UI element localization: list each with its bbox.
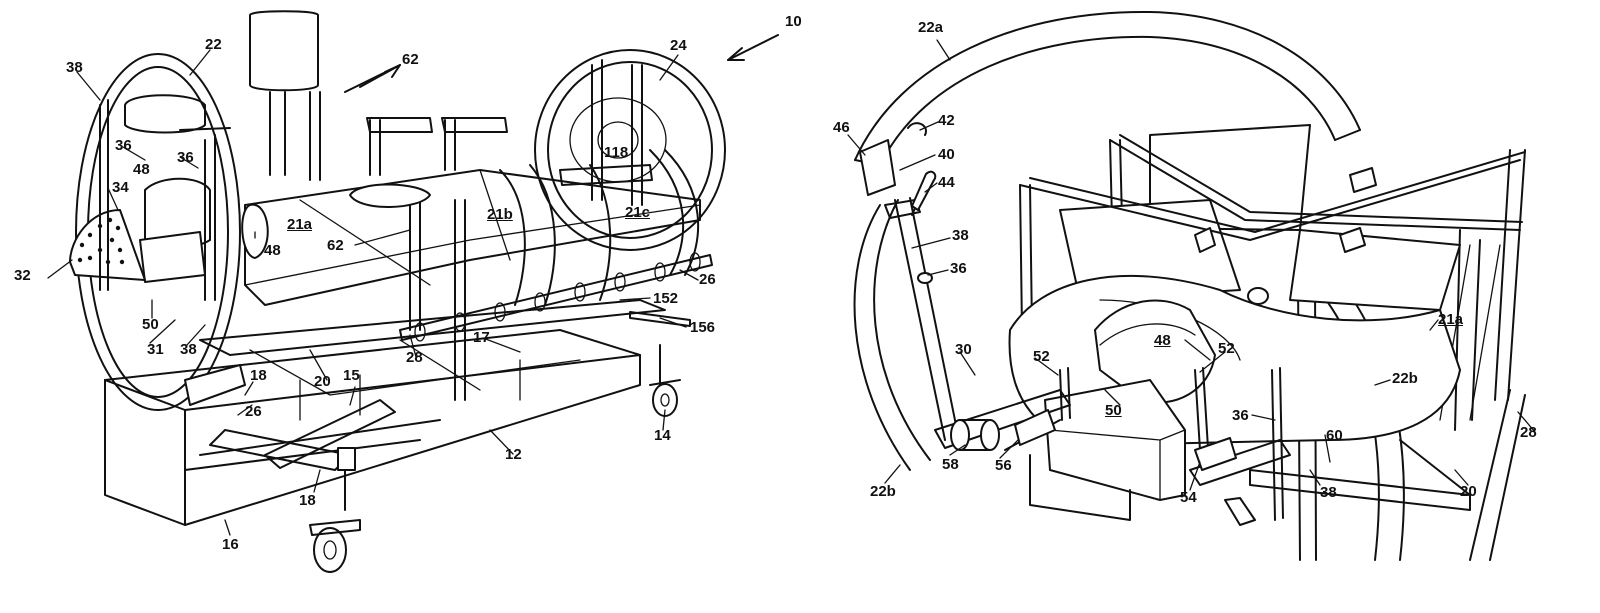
callout-label: 26 (699, 271, 716, 288)
callout-label: 31 (147, 341, 164, 358)
callout-label: 21a (287, 216, 313, 233)
callout-label: 48 (1154, 332, 1171, 349)
callout-label: 22 (205, 36, 222, 53)
callout-label: 48 (264, 242, 281, 259)
callout-label: 22a (918, 19, 944, 36)
callout-label: 118 (604, 144, 629, 161)
callout-label: 44 (938, 174, 955, 191)
callout-label: 15 (343, 367, 360, 384)
callout-label: 21c (625, 204, 651, 221)
callout-label: 28 (406, 349, 423, 366)
callout-label: 16 (222, 536, 239, 553)
callout-label: 38 (1320, 484, 1337, 501)
callout-label: 34 (112, 179, 129, 196)
callout-label: 18 (250, 367, 267, 384)
callout-label: 32 (14, 267, 31, 284)
callout-label: 50 (142, 316, 159, 333)
callout-label: 22b (870, 483, 896, 500)
callout-label: 62 (327, 237, 344, 254)
callout-label: 48 (133, 161, 150, 178)
callout-label: 36 (1232, 407, 1249, 424)
callout-label: 56 (995, 457, 1012, 474)
callout-label: 14 (654, 427, 671, 444)
callout-label: 36 (177, 149, 194, 166)
callout-label: 26 (245, 403, 262, 420)
callout-label: 18 (299, 492, 316, 509)
callout-label: 40 (938, 146, 955, 163)
callout-label: 20 (1460, 483, 1477, 500)
callout-label: 36 (950, 260, 967, 277)
callout-label: 152 (653, 290, 679, 307)
callout-label: 52 (1218, 340, 1235, 357)
callout-label: 30 (955, 341, 972, 358)
right-detail-view (847, 10, 1536, 561)
callout-label: 38 (66, 59, 83, 76)
callout-label: 12 (505, 446, 522, 463)
callout-label: 38 (952, 227, 969, 244)
callout-label: 20 (314, 373, 331, 390)
callout-label: 22b (1392, 370, 1418, 387)
callout-label: 60 (1326, 427, 1343, 444)
callout-label: 46 (833, 119, 850, 136)
figure-number-arrow (727, 34, 779, 61)
callout-label: 38 (180, 341, 197, 358)
callout-label: 21b (487, 206, 513, 223)
callout-label: 50 (1105, 402, 1122, 419)
callout-label: 28 (1520, 424, 1537, 441)
callout-label: 52 (1033, 348, 1050, 365)
callout-label: 17 (473, 329, 490, 346)
callout-label: 54 (1180, 489, 1197, 506)
callout-label: 156 (690, 319, 716, 336)
callout-label: 36 (115, 137, 132, 154)
left-table-view (47, 10, 726, 573)
callout-label: 42 (938, 112, 955, 129)
callout-label: 24 (670, 37, 687, 54)
callout-label: 21a (1438, 311, 1464, 328)
figure-number-label: 10 (785, 13, 802, 30)
callout-label: 62 (402, 51, 419, 68)
callout-label: 58 (942, 456, 959, 473)
